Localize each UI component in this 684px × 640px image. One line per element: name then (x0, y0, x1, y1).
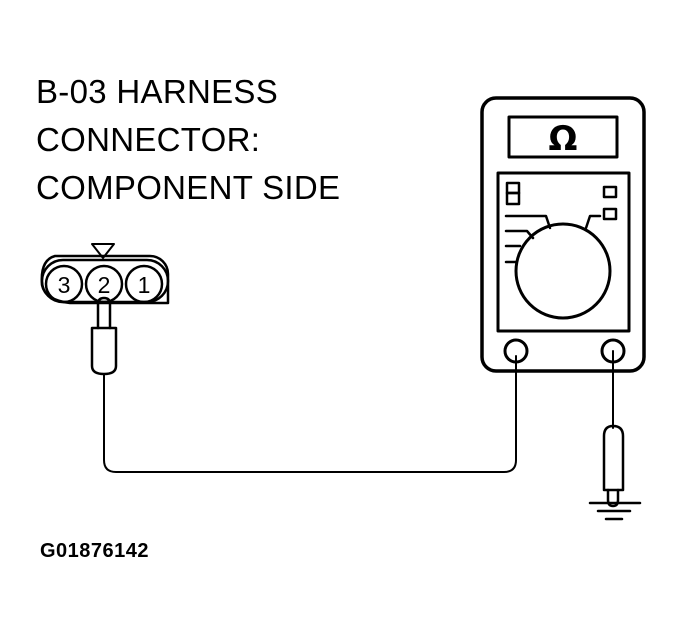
title-line-1: B-03 HARNESS (36, 73, 279, 110)
probe-right (602, 424, 625, 508)
pin-1 (124, 264, 164, 304)
triangle-marker-icon (91, 243, 115, 259)
terminal-left (503, 338, 529, 364)
diagram-title: B-03 HARNESS CONNECTOR: COMPONENT SIDE (36, 68, 340, 212)
figure-id: G01876142 (40, 540, 150, 562)
connector-b03 (40, 243, 170, 305)
ground-icon (588, 501, 642, 521)
title-line-2: CONNECTOR: (36, 121, 261, 158)
pin-label-2: 2 (98, 272, 111, 298)
ohmmeter (480, 96, 646, 373)
rotary-dial (514, 222, 612, 320)
probe-left (90, 296, 118, 376)
test-lead-wire (103, 355, 517, 473)
pin-label-1: 1 (138, 272, 151, 298)
title-line-3: COMPONENT SIDE (36, 169, 341, 206)
pin-label-3: 3 (58, 272, 71, 298)
ohm-symbol-icon: Ω (549, 119, 578, 159)
pin-2 (84, 264, 124, 304)
pin-3 (44, 264, 84, 304)
